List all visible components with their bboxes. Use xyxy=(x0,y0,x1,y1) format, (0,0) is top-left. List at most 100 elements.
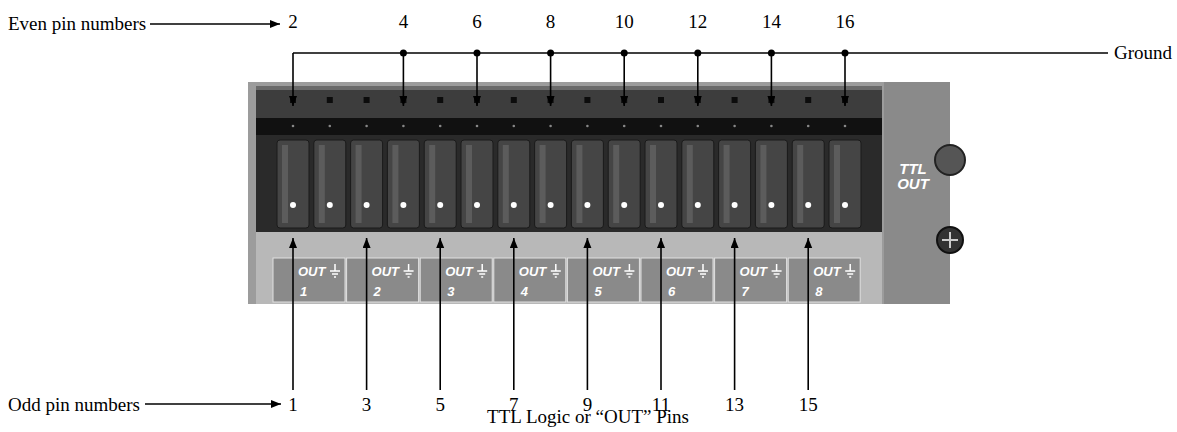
plug-highlight xyxy=(356,145,362,223)
plug-section xyxy=(461,140,493,228)
pin-arrow xyxy=(844,53,846,106)
ground-symbol xyxy=(772,264,782,277)
pin-socket xyxy=(511,97,517,103)
screw-slot xyxy=(942,232,958,248)
plug-highlight xyxy=(576,145,582,223)
pin-arrow xyxy=(513,238,515,390)
label-tab xyxy=(494,258,566,302)
ground-symbol xyxy=(404,264,414,277)
pin-dot xyxy=(733,125,736,128)
output-number: 4 xyxy=(520,285,529,298)
ground-symbol xyxy=(330,264,340,277)
pin-arrow xyxy=(587,238,589,390)
screw-dot xyxy=(327,202,333,208)
screw-dot xyxy=(732,202,738,208)
pin-socket xyxy=(732,97,738,103)
tab-marking: OUT xyxy=(371,265,400,278)
plug-highlight xyxy=(319,145,325,223)
pin-number: 8 xyxy=(546,12,556,33)
pin-dot xyxy=(770,125,773,128)
screw-dot xyxy=(474,202,480,208)
junction-dot xyxy=(694,50,701,57)
plug-highlight xyxy=(613,145,619,223)
pointer-arrow xyxy=(150,23,280,25)
pin-dot xyxy=(807,125,810,128)
screw-dot xyxy=(290,202,296,208)
label-tab xyxy=(641,258,713,302)
plug-section xyxy=(719,140,751,228)
junction-dot xyxy=(768,50,775,57)
black-band xyxy=(256,118,882,135)
screw-dot xyxy=(842,202,848,208)
plug-section xyxy=(277,140,309,228)
tab-marking: OUT xyxy=(444,265,473,278)
pin-socket xyxy=(437,97,443,103)
junction-dot xyxy=(842,50,849,57)
pin-arrow xyxy=(439,238,441,390)
row-title: Odd pin numbers xyxy=(8,395,140,416)
pin-arrow xyxy=(623,53,625,106)
pin-number: 10 xyxy=(615,12,634,33)
plug-highlight xyxy=(540,145,546,223)
plug-section xyxy=(351,140,383,228)
screw-dot xyxy=(400,202,406,208)
pin-arrow xyxy=(771,53,773,106)
pin-arrow xyxy=(550,53,552,106)
pin-dot xyxy=(292,125,295,128)
plug-housing xyxy=(256,135,882,232)
plug-highlight xyxy=(724,145,730,223)
plug-highlight xyxy=(503,145,509,223)
pin-group xyxy=(277,97,861,228)
junction-dot xyxy=(621,50,628,57)
screw-dot xyxy=(768,202,774,208)
output-number: 1 xyxy=(299,285,308,298)
screw-dot xyxy=(805,202,811,208)
screw-dot xyxy=(548,202,554,208)
pin-dot xyxy=(844,125,847,128)
plug-highlight xyxy=(466,145,472,223)
pin-number: 12 xyxy=(688,12,707,33)
plug-section xyxy=(608,140,640,228)
tab-marking: OUT xyxy=(518,265,547,278)
plug-section xyxy=(829,140,861,228)
pin-arrow xyxy=(292,53,294,106)
top-strip xyxy=(256,86,882,118)
pin-dot xyxy=(623,125,626,128)
plug-highlight xyxy=(687,145,693,223)
output-number: 8 xyxy=(814,285,823,298)
pin-dot xyxy=(586,125,589,128)
screw-dot xyxy=(364,202,370,208)
row-title: Even pin numbers xyxy=(8,14,146,35)
pin-number: 15 xyxy=(799,395,818,416)
label-tab xyxy=(347,258,419,302)
pointer-arrow xyxy=(145,403,281,405)
plug-section xyxy=(314,140,346,228)
plug-section xyxy=(755,140,787,228)
pin-number: 14 xyxy=(762,12,781,33)
plug-highlight xyxy=(650,145,656,223)
output-number: 2 xyxy=(373,285,382,298)
photo-ground xyxy=(248,82,950,304)
screw-head xyxy=(935,145,965,175)
pin-dot xyxy=(439,125,442,128)
pin-arrow xyxy=(366,238,368,390)
junction-dot xyxy=(400,50,407,57)
plug-highlight xyxy=(429,145,435,223)
pin-arrow xyxy=(292,238,294,390)
plug-section xyxy=(387,140,419,228)
ground-symbol xyxy=(845,264,855,277)
panel-marking: TTL OUT xyxy=(893,161,933,191)
ground-symbol xyxy=(551,264,561,277)
pin-number: 5 xyxy=(435,395,445,416)
pin-dot xyxy=(549,125,552,128)
pin-number: 2 xyxy=(288,12,298,33)
pin-arrow xyxy=(476,53,478,106)
label-tab xyxy=(788,258,860,302)
plug-highlight xyxy=(797,145,803,223)
plug-highlight xyxy=(834,145,840,223)
junction-dot xyxy=(474,50,481,57)
pin-arrow xyxy=(734,238,736,390)
top-edge xyxy=(256,86,882,90)
